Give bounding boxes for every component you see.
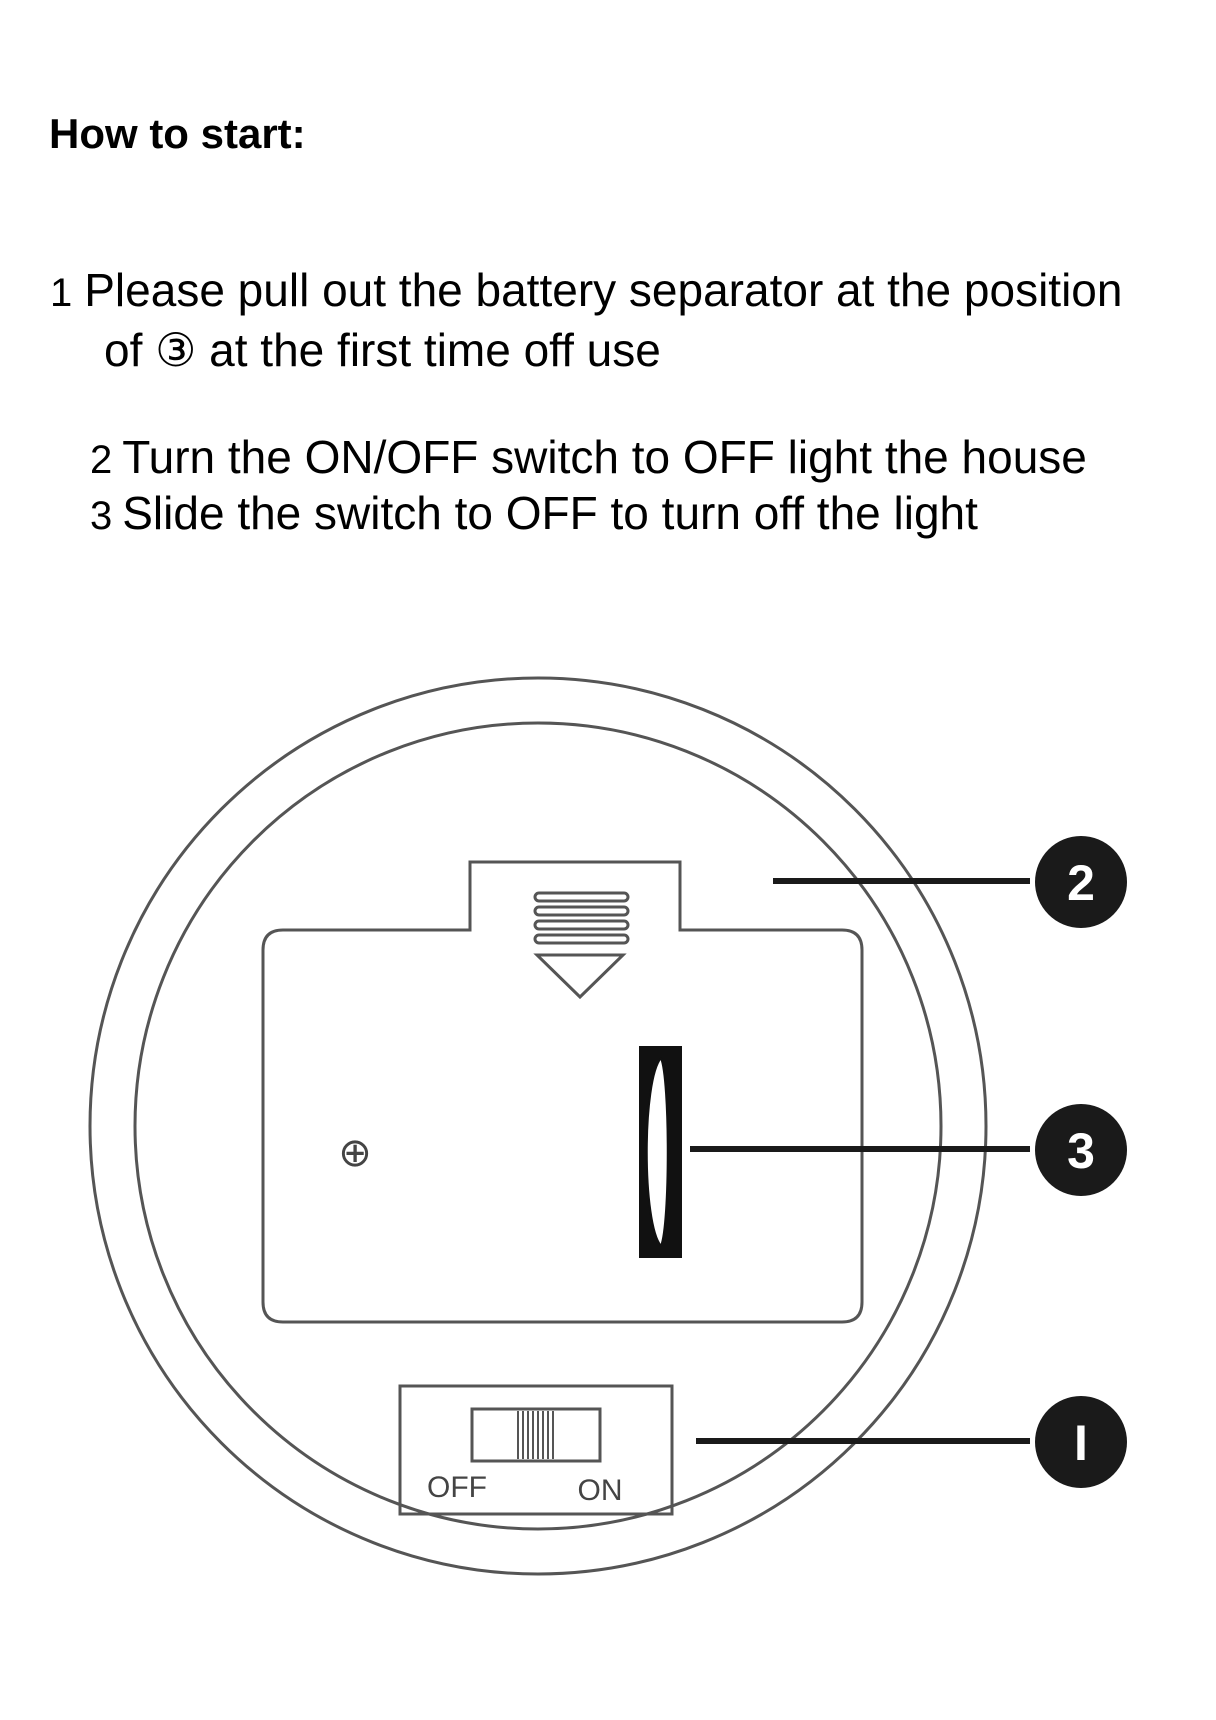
switch-housing — [398, 1384, 674, 1516]
grip-lines-icon — [533, 891, 630, 945]
screw-icon: ⊕ — [338, 1130, 372, 1176]
switch-off-label: OFF — [427, 1471, 487, 1504]
step-1-text-line-1: Please pull out the battery separator at… — [84, 264, 1123, 316]
down-arrow-icon — [533, 953, 627, 1000]
callout-3-label: 3 — [1067, 1123, 1095, 1179]
callout-2-label: 2 — [1067, 855, 1095, 911]
battery-cover — [261, 860, 864, 1324]
step-2-number: 2 — [90, 438, 113, 482]
switch-on-label: ON — [578, 1474, 623, 1507]
outer-ring — [88, 676, 988, 1576]
battery-separator-pull-tab — [645, 1056, 669, 1248]
callout-3-badge: 3 — [1035, 1104, 1127, 1196]
step-1-number: 1 — [50, 271, 73, 315]
inner-ring — [133, 721, 943, 1531]
callout-1-label: I — [1074, 1415, 1088, 1471]
step-3-text: Slide the switch to OFF to turn off the … — [122, 487, 978, 539]
callout-2-badge: 2 — [1035, 836, 1127, 928]
device-back-diagram: ⊕ OFF ON 2 3 I — [88, 676, 1127, 1576]
step-1-line-2: of ③ at the first time off use — [104, 324, 661, 376]
step-3-number: 3 — [90, 494, 113, 538]
switch-track — [470, 1407, 602, 1463]
step-2-text: Turn the ON/OFF switch to OFF light the … — [122, 431, 1087, 483]
callout-1-badge: I — [1035, 1396, 1127, 1488]
switch-slider[interactable] — [517, 1411, 554, 1459]
page-heading: How to start: — [49, 110, 306, 157]
